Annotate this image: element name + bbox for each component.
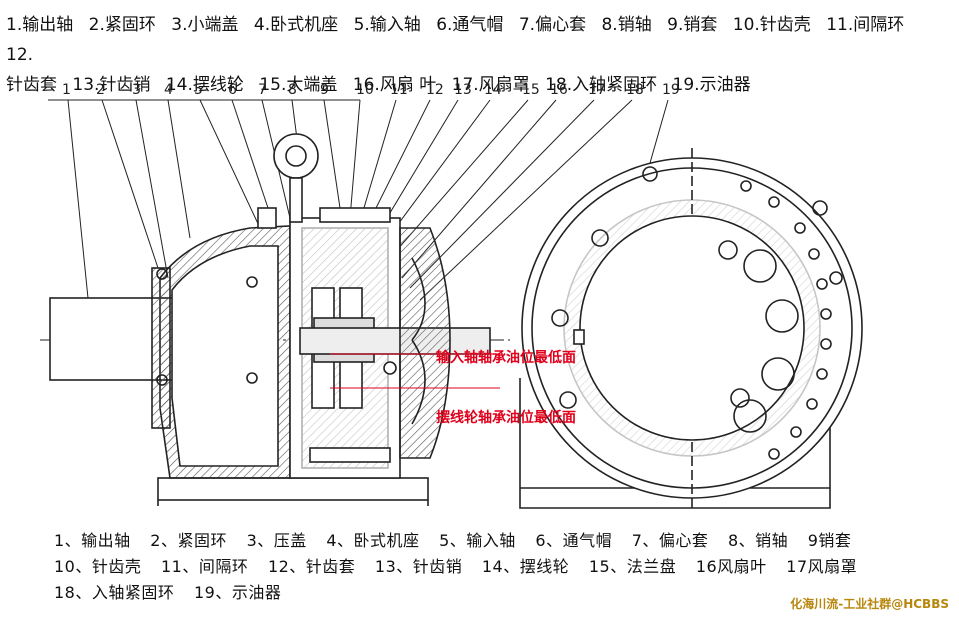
part-number: 6 [228,82,237,98]
bottom-legend-item: 1、输出轴 [54,531,131,550]
part-number: 17 [588,82,606,98]
top-legend-item: 17.风扇罩 [451,75,530,95]
bottom-legend-item: 15、法兰盘 [588,557,677,576]
part-number: 19 [662,82,680,98]
bottom-legend-item: 4、卧式机座 [326,531,420,550]
bottom-legend-item: 18、入轴紧固环 [54,583,175,602]
reducer-cross-section-drawing: 1 2 3 4 5 6 7 8 9 10 11 12 13 14 15 16 1… [40,82,863,509]
top-legend-item: 19.示油器 [672,75,751,95]
part-number: 12 [426,82,444,98]
top-legend-item: 5.输入轴 [353,15,421,35]
part-number: 13 [454,82,472,98]
part-number: 18 [626,82,644,98]
bottom-legend-item: 14、摆线轮 [481,557,570,576]
bottom-legend-row: 10、针齿壳 11、间隔环 12、针齿套 13、针齿销 14、摆线轮 15、法兰… [54,554,914,580]
top-legend-item: 1.输出轴 [6,15,74,35]
top-legend-item: 3.小端盖 [171,15,239,35]
part-number: 10 [356,82,374,98]
part-number: 5 [194,82,203,98]
bottom-legend-item: 6、通气帽 [535,531,613,550]
top-legend-item: 4.卧式机座 [253,15,339,35]
part-number: 15 [522,82,540,98]
part-number: 3 [132,82,141,98]
bottom-legend-item: 13、针齿销 [374,557,463,576]
part-number: 9 [320,82,329,98]
part-number: 7 [258,82,267,98]
top-legend-item: 6.通气帽 [436,15,504,35]
bottom-legend-item: 19、示油器 [193,583,282,602]
bottom-legend-item: 17风扇罩 [786,557,858,576]
bottom-legend-item: 2、紧固环 [150,531,227,550]
top-legend-item: 10.针齿壳 [732,15,811,35]
oil-level-lines [330,353,500,389]
part-number: 11 [390,82,408,98]
top-legend-item: 2.紧固环 [88,15,156,35]
bottom-legend-item: 9销套 [807,531,852,550]
part-number: 4 [164,82,173,98]
part-number: 1 [62,82,71,98]
part-number: 2 [96,82,105,98]
side-section-view [49,133,491,506]
top-legend-item: 12. [6,45,34,65]
top-legend-item: 8.销轴 [601,15,652,35]
bottom-legend-row: 1、输出轴 2、紧固环 3、压盖 4、卧式机座 5、输入轴 6、通气帽 7、偏心… [54,528,914,554]
part-number: 8 [288,82,297,98]
cycloid-disc-oil-level-label: 摆线轮轴承油位最低面 [436,409,576,426]
top-legend-item: 针齿套 [6,75,57,95]
bottom-legend-row: 18、入轴紧固环 19、示油器 [54,580,914,606]
bottom-legend-item: 8、销轴 [727,531,789,550]
top-legend-item: 9.销套 [667,15,718,35]
bottom-legend-item: 16风扇叶 [695,557,767,576]
top-legend-item: 13.针齿销 [72,75,151,95]
bottom-legend-item: 10、针齿壳 [54,557,142,576]
bottom-legend-item: 11、间隔环 [160,557,249,576]
top-legend-item: 18.入轴紧固环 [545,75,658,95]
part-number: 16 [550,82,568,98]
top-legend-item: 14.摆线轮 [165,75,244,95]
bottom-legend-item: 5、输入轴 [439,531,516,550]
input-shaft-oil-level-label: 输入轴轴承油位最低面 [436,349,576,366]
end-view [519,148,863,509]
top-legend-item: 15.大端盖 [259,75,338,95]
part-number: 14 [484,82,502,98]
bottom-legend-item: 12、针齿套 [267,557,356,576]
bottom-legend: 1、输出轴 2、紧固环 3、压盖 4、卧式机座 5、输入轴 6、通气帽 7、偏心… [54,528,914,606]
top-legend-item: 11.间隔环 [826,15,905,35]
top-legend-item: 7.偏心套 [518,15,587,35]
bottom-legend-item: 7、偏心套 [631,531,709,550]
top-legend: 1.输出轴 2.紧固环 3.小端盖 4.卧式机座 5.输入轴 6.通气帽 7.偏… [6,10,946,100]
watermark: 化海川流-工业社群@HCBBS [790,597,949,611]
top-legend-item: 16.风扇 叶 [352,75,437,95]
bottom-legend-item: 3、压盖 [246,531,307,550]
part-number-labels: 1 2 3 4 5 6 7 8 9 10 11 12 13 14 15 16 1… [48,82,680,101]
oil-level-annotations: 输入轴轴承油位最低面 摆线轮轴承油位最低面 [436,349,576,426]
